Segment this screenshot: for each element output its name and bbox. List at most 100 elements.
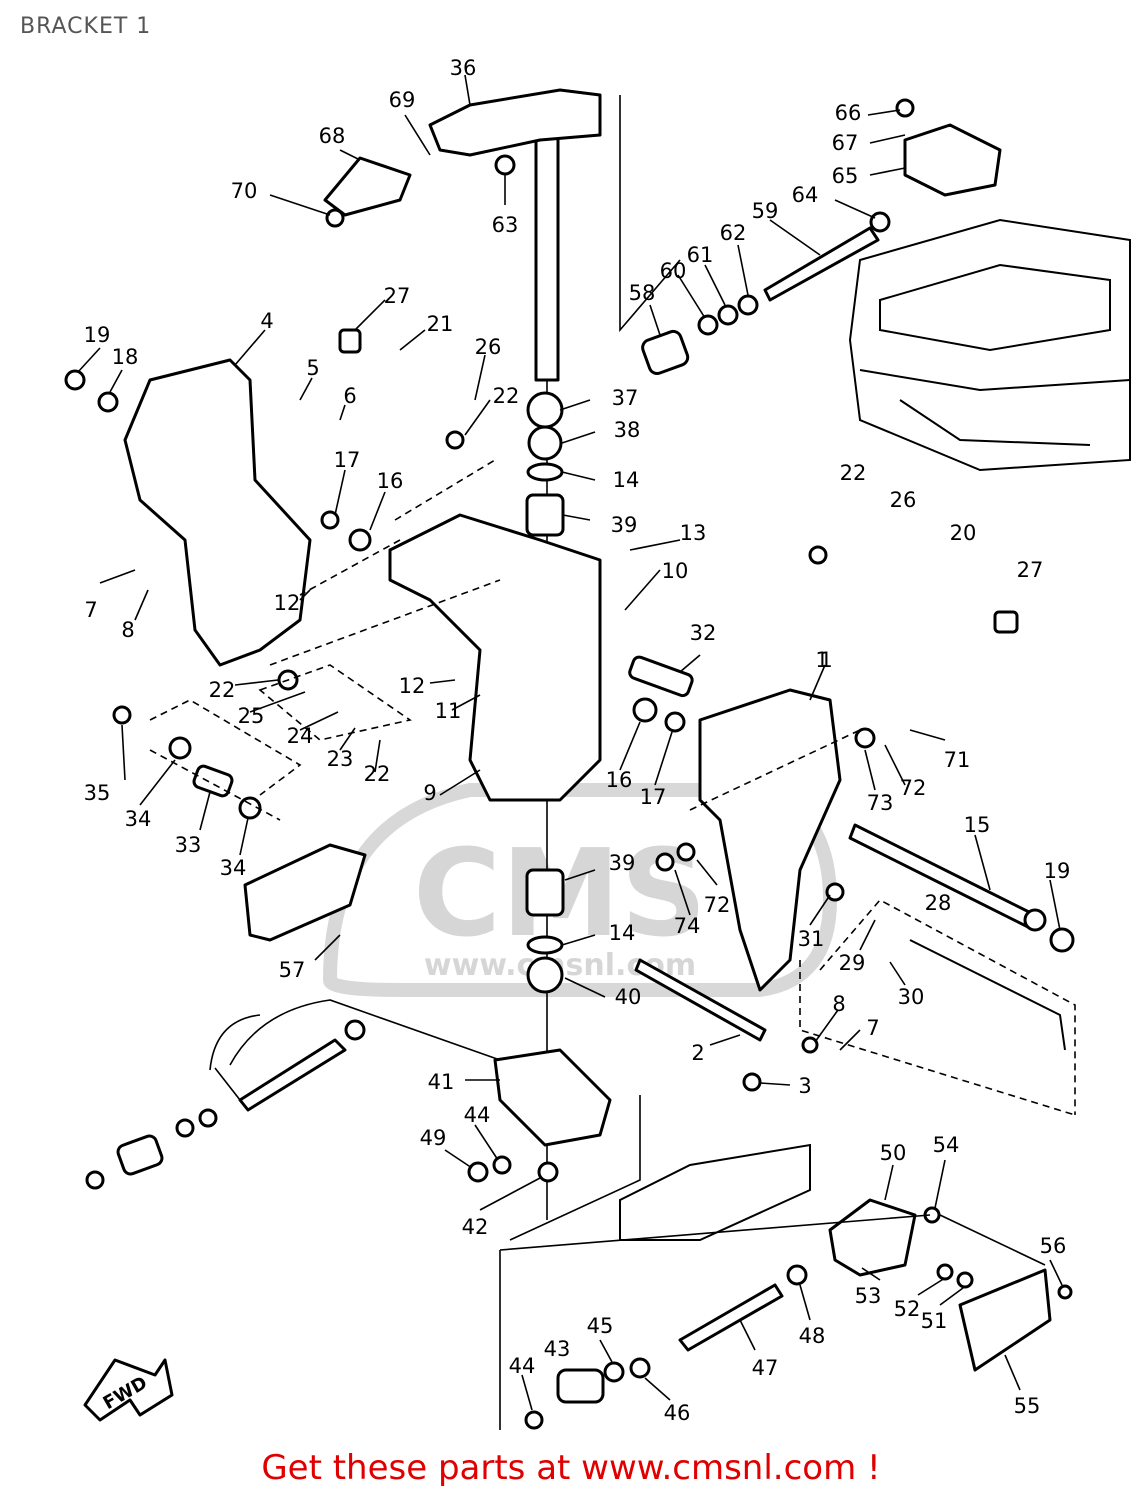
callout-33: 33 bbox=[175, 833, 202, 857]
callout-8: 8 bbox=[832, 992, 845, 1016]
callout-21: 21 bbox=[427, 312, 454, 336]
callout-44: 44 bbox=[509, 1354, 536, 1378]
callout-40: 40 bbox=[615, 985, 642, 1009]
callout-43: 43 bbox=[544, 1337, 571, 1361]
callout-20: 20 bbox=[950, 521, 977, 545]
lower-mount-41 bbox=[493, 1048, 612, 1147]
callout-65: 65 bbox=[832, 164, 859, 188]
callout-11: 11 bbox=[435, 699, 462, 723]
small-parts bbox=[64, 98, 1075, 1430]
fwd-arrow: FWD bbox=[83, 1358, 174, 1422]
callout-26: 26 bbox=[475, 335, 502, 359]
stern-bracket-left bbox=[123, 358, 312, 667]
callout-56: 56 bbox=[1040, 1234, 1067, 1258]
callout-58: 58 bbox=[629, 281, 656, 305]
callout-72: 72 bbox=[900, 776, 927, 800]
callout-39: 39 bbox=[609, 851, 636, 875]
callout-64: 64 bbox=[792, 183, 819, 207]
callout-48: 48 bbox=[799, 1324, 826, 1348]
steering-arm bbox=[428, 88, 602, 157]
callout-73: 73 bbox=[867, 791, 894, 815]
callout-7: 7 bbox=[866, 1016, 879, 1040]
callout-13: 13 bbox=[680, 521, 707, 545]
callout-24: 24 bbox=[287, 724, 314, 748]
callout-9: 9 bbox=[423, 781, 436, 805]
callout-62: 62 bbox=[720, 221, 747, 245]
clamp-plate bbox=[243, 843, 367, 942]
callout-32: 32 bbox=[690, 621, 717, 645]
callout-25: 25 bbox=[238, 704, 265, 728]
callout-61: 61 bbox=[687, 243, 714, 267]
callout-5: 5 bbox=[306, 356, 319, 380]
callout-19: 19 bbox=[84, 323, 111, 347]
callout-12: 12 bbox=[274, 591, 301, 615]
callout-30: 30 bbox=[898, 985, 925, 1009]
callout-17: 17 bbox=[334, 448, 361, 472]
plate-bracket bbox=[323, 156, 412, 217]
callout-34: 34 bbox=[125, 807, 152, 831]
callout-22: 22 bbox=[364, 762, 391, 786]
callout-6: 6 bbox=[343, 384, 356, 408]
callout-16: 16 bbox=[606, 768, 633, 792]
bushing-43 bbox=[556, 1368, 605, 1404]
callout-14: 14 bbox=[609, 921, 636, 945]
callout-19: 19 bbox=[1044, 859, 1071, 883]
callout-8: 8 bbox=[121, 618, 134, 642]
callout-74: 74 bbox=[674, 914, 701, 938]
page-title: BRACKET 1 bbox=[20, 14, 152, 39]
callout-29: 29 bbox=[839, 951, 866, 975]
callout-39: 39 bbox=[611, 513, 638, 537]
callout-12: 12 bbox=[399, 674, 426, 698]
callout-71: 71 bbox=[944, 748, 971, 772]
callout-54: 54 bbox=[933, 1133, 960, 1157]
callout-27: 27 bbox=[1017, 558, 1044, 582]
callout-70: 70 bbox=[231, 179, 258, 203]
callout-4: 4 bbox=[260, 309, 273, 333]
callout-31: 31 bbox=[798, 927, 825, 951]
callout-60: 60 bbox=[660, 259, 687, 283]
callout-46: 46 bbox=[664, 1401, 691, 1425]
anode-plate-55 bbox=[958, 1268, 1052, 1372]
callout-67: 67 bbox=[832, 131, 859, 155]
callout-7: 7 bbox=[84, 598, 97, 622]
callout-44: 44 bbox=[464, 1103, 491, 1127]
callout-57: 57 bbox=[279, 958, 306, 982]
callout-22: 22 bbox=[209, 678, 236, 702]
lower-case-outline bbox=[619, 1143, 811, 1241]
callout-53: 53 bbox=[855, 1284, 882, 1308]
callout-18: 18 bbox=[112, 345, 139, 369]
trim-housing-50 bbox=[828, 1198, 917, 1277]
callout-41: 41 bbox=[428, 1070, 455, 1094]
callout-26: 26 bbox=[890, 488, 917, 512]
callout-34: 34 bbox=[220, 856, 247, 880]
callout-28: 28 bbox=[925, 891, 952, 915]
callout-22: 22 bbox=[840, 461, 867, 485]
leader-lines bbox=[77, 74, 1076, 1430]
callout-63: 63 bbox=[492, 213, 519, 237]
callout-23: 23 bbox=[327, 747, 354, 771]
callout-36: 36 bbox=[450, 56, 477, 80]
long-bolt-59 bbox=[763, 226, 880, 302]
callout-35: 35 bbox=[84, 781, 111, 805]
callout-66: 66 bbox=[835, 101, 862, 125]
callout-69: 69 bbox=[389, 88, 416, 112]
callout-45: 45 bbox=[587, 1314, 614, 1338]
callout-50: 50 bbox=[880, 1141, 907, 1165]
callout-17: 17 bbox=[640, 785, 667, 809]
swivel-bracket bbox=[388, 513, 602, 802]
tilt-shaft-left bbox=[238, 1038, 347, 1112]
callout-68: 68 bbox=[319, 124, 346, 148]
callout-1: 1 bbox=[815, 648, 828, 672]
tilt-pin-28 bbox=[909, 939, 1066, 1051]
bushing-58 bbox=[641, 329, 690, 376]
callout-14: 14 bbox=[613, 468, 640, 492]
callout-42: 42 bbox=[462, 1215, 489, 1239]
bushing-left bbox=[116, 1134, 164, 1176]
callout-51: 51 bbox=[921, 1309, 948, 1333]
callout-52: 52 bbox=[894, 1297, 921, 1321]
tilt-lock-housing bbox=[903, 123, 1002, 197]
callout-3: 3 bbox=[798, 1074, 811, 1098]
footer-link[interactable]: Get these parts at www.cmsnl.com ! bbox=[261, 1448, 881, 1488]
callout-22: 22 bbox=[493, 384, 520, 408]
callout-1: 1 bbox=[819, 648, 832, 672]
